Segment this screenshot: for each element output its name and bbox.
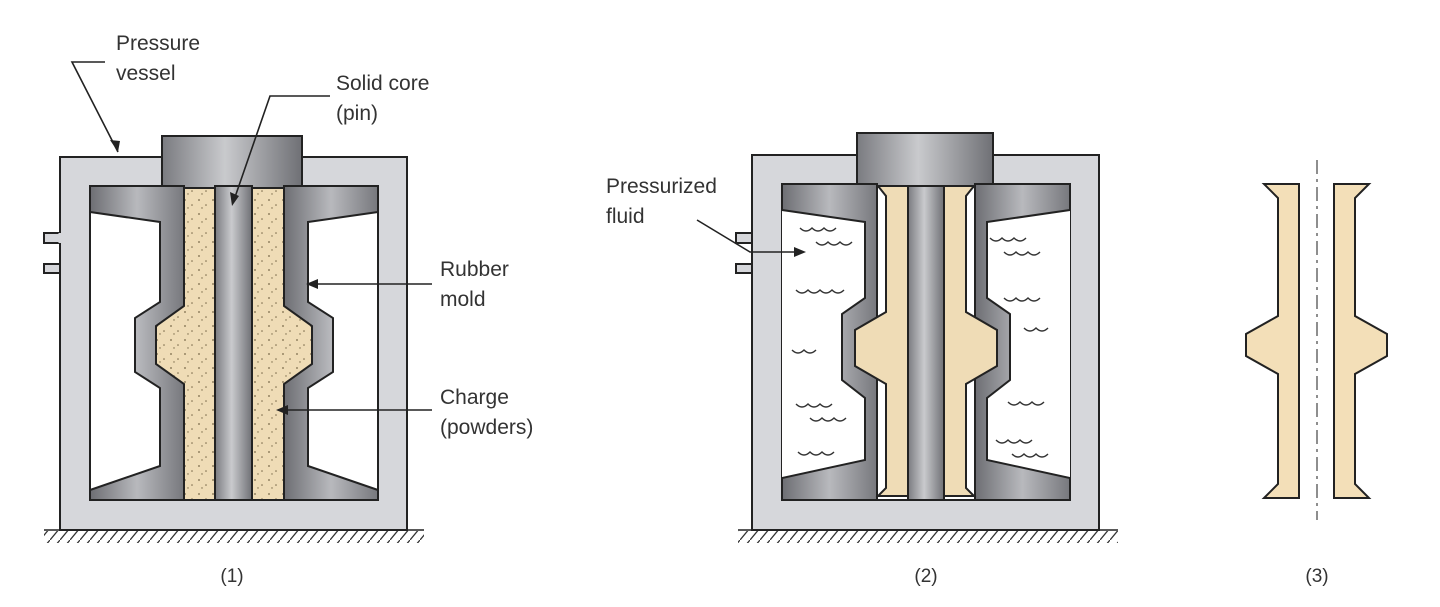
label-pressure-vessel-line2: vessel bbox=[116, 62, 176, 85]
vessel-cap bbox=[856, 132, 994, 188]
label-pressurized-fluid-line1: Pressurized bbox=[606, 175, 717, 198]
finished-part-right bbox=[1333, 183, 1388, 499]
solid-core-pin bbox=[907, 185, 945, 501]
label-pressurized-fluid-line2: fluid bbox=[606, 205, 645, 228]
caption-3: (3) bbox=[1305, 566, 1328, 587]
caption-1: (1) bbox=[220, 566, 243, 587]
label-charge-line2: (powders) bbox=[440, 416, 533, 439]
figure-3-finished-part: (3) bbox=[1245, 160, 1388, 587]
label-rubber-mold-line2: mold bbox=[440, 288, 486, 311]
label-charge-line1: Charge bbox=[440, 386, 509, 409]
label-solid-core-line2: (pin) bbox=[336, 102, 378, 125]
fluid-wave-marks bbox=[791, 227, 1049, 458]
inlet-port bbox=[43, 232, 61, 244]
label-pressure-vessel-line1: Pressure bbox=[116, 32, 200, 55]
caption-2: (2) bbox=[914, 566, 937, 587]
charge-powder-right bbox=[251, 187, 313, 501]
inlet-port bbox=[735, 232, 753, 244]
leader-pressure-vessel bbox=[70, 61, 119, 153]
ground-hatch bbox=[738, 531, 1118, 543]
ground-hatch bbox=[44, 531, 424, 543]
finished-part-left bbox=[1245, 183, 1300, 499]
compacted-part-right bbox=[943, 185, 998, 497]
leader-pressurized-fluid bbox=[696, 219, 800, 253]
vessel-cap bbox=[161, 135, 303, 189]
label-solid-core-line1: Solid core bbox=[336, 72, 429, 95]
label-rubber-mold-line1: Rubber bbox=[440, 258, 509, 281]
figure-2-pressurized: Pressurized fluid (2) bbox=[606, 132, 1118, 587]
leader-solid-core bbox=[233, 95, 330, 201]
figure-1-initial-setup: Pressure vessel Solid core (pin) Rubber … bbox=[43, 32, 533, 587]
solid-core-pin bbox=[214, 185, 253, 501]
